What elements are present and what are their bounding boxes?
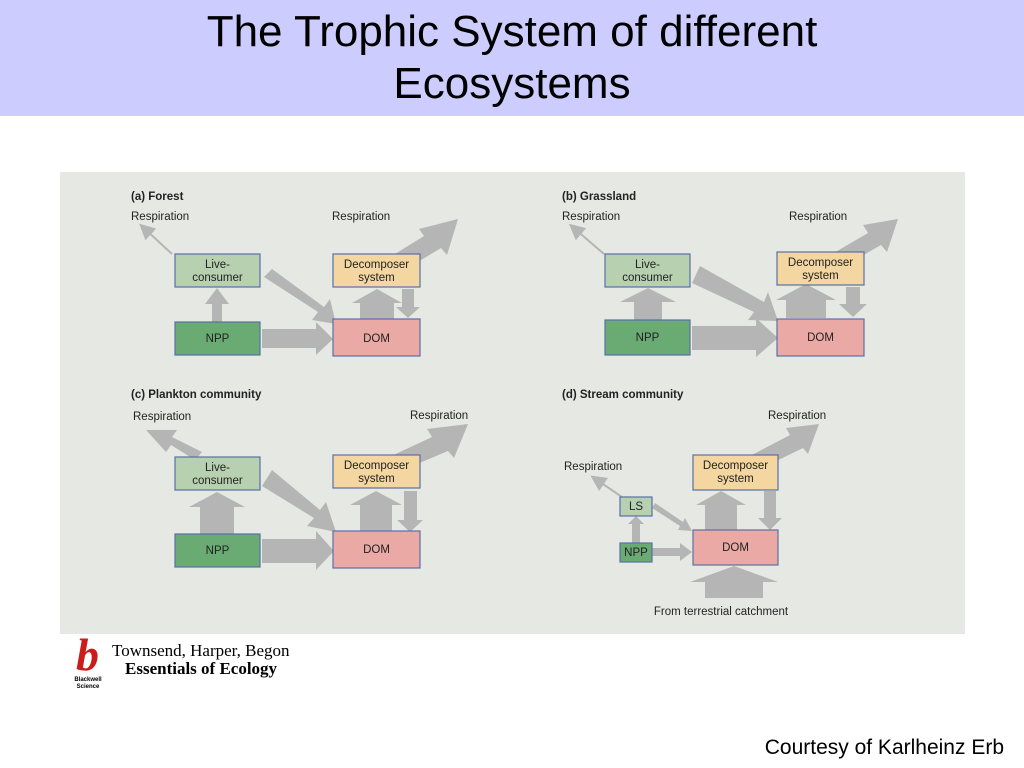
publisher-logo-text: Blackwell Science [66,677,110,691]
citation-authors: Townsend, Harper, Begon [112,641,290,660]
flow-arrow-dom-to-decomposer [350,491,402,532]
title-line-2: Ecosystems [393,59,631,108]
live-consumer-line1: Live- [205,462,230,474]
ls-label: LS [629,501,643,513]
catchment-label: From terrestrial catchment [654,606,789,618]
decomposer-box [332,253,421,288]
npp-box [174,533,261,568]
flow-arrow-dom-to-decomposer [352,289,402,319]
ls-box [619,496,653,517]
npp-box [174,321,261,356]
live-consumer-box [174,253,261,288]
dom-box [692,529,779,566]
respiration-arrow-live [146,430,202,460]
panel-grassland: (b) Grassland Respiration Respiration Li… [562,191,898,357]
decomposer-line2: system [717,473,753,485]
live-consumer-line1: Live- [205,259,230,271]
respiration-label-decomposer: Respiration [768,410,826,422]
decomposer-line2: system [358,473,394,485]
slide-title: The Trophic System of different Ecosyste… [0,6,1024,110]
decomposer-box [332,454,421,489]
live-consumer-line2: consumer [622,272,673,284]
panel-stream: (d) Stream community Respiration Respira… [562,389,826,618]
flow-arrow-decomposer-to-dom [396,289,420,318]
live-consumer-box [604,253,691,288]
flow-arrow-live-to-dom [692,266,778,321]
dom-box [332,530,421,569]
npp-label: NPP [636,332,660,344]
flow-arrow-dom-to-decomposer [776,284,836,318]
panel-label-plankton: (c) Plankton community [131,389,262,401]
title-line-1: The Trophic System of different [206,7,818,56]
decomposer-line1: Decomposer [788,257,853,269]
live-consumer-line2: consumer [192,272,243,284]
live-consumer-line1: Live- [635,259,660,271]
live-consumer-line2: consumer [192,475,243,487]
publisher-logo-line2: Science [76,684,100,690]
title-bar [0,0,1024,116]
citation-book-title: Essentials of Ecology [125,659,278,678]
flow-arrow-decomposer-to-dom [397,491,423,532]
flow-arrow-npp-to-live [189,492,245,535]
dom-box [332,318,421,357]
decomposer-line1: Decomposer [703,460,768,472]
flow-arrow-decomposer-to-dom [758,491,782,530]
respiration-arrow-live [568,223,605,255]
panel-label-grassland: (b) Grassland [562,191,636,203]
flow-arrow-npp-to-live [205,288,229,322]
npp-box [604,319,691,356]
respiration-label-live: Respiration [562,211,620,223]
courtesy-credit: Courtesy of Karlheinz Erb [764,736,1004,759]
flow-arrow-dom-to-decomposer [696,491,746,530]
respiration-arrow-live [139,223,173,255]
live-consumer-box [174,456,261,491]
panel-forest: (a) Forest Respiration Respiration Live-… [131,191,458,357]
npp-label: NPP [624,547,648,559]
flow-arrow-npp-to-dom [262,531,334,570]
respiration-label-live: Respiration [133,411,191,423]
decomposer-line2: system [802,270,838,282]
publisher-logo-line1: Blackwell [74,677,102,683]
respiration-arrow-live [590,475,623,498]
flow-arrow-live-to-dom [264,269,336,324]
dom-label: DOM [807,332,834,344]
respiration-label-live: Respiration [564,461,622,473]
decomposer-line1: Decomposer [344,259,409,271]
respiration-label-decomposer: Respiration [410,410,468,422]
flow-arrow-npp-to-live [620,288,676,320]
respiration-label-decomposer: Respiration [789,211,847,223]
flow-arrow-ls-to-dom [652,503,692,531]
dom-label: DOM [722,542,749,554]
npp-label: NPP [206,333,230,345]
respiration-label-live: Respiration [131,211,189,223]
flow-arrow-live-to-dom [262,470,336,532]
flow-arrow-npp-to-ls [628,516,644,543]
panel-label-stream: (d) Stream community [562,389,684,401]
flow-arrow-decomposer-to-dom [839,287,867,317]
dom-label: DOM [363,544,390,556]
dom-box [776,318,865,357]
decomposer-line1: Decomposer [344,460,409,472]
publisher-logo-letter: b [76,629,99,680]
panel-label-forest: (a) Forest [131,191,184,203]
decomposer-box [776,251,865,286]
dom-label: DOM [363,333,390,345]
npp-box [619,542,653,563]
panel-plankton: (c) Plankton community Respiration Respi… [131,389,468,570]
npp-label: NPP [206,545,230,557]
respiration-label-decomposer: Respiration [332,211,390,223]
flow-arrow-catchment-to-dom [690,566,778,598]
flow-arrow-npp-to-dom [692,318,778,357]
decomposer-line2: system [358,272,394,284]
flow-arrow-npp-to-dom [262,322,333,355]
decomposer-box [692,454,779,491]
flow-arrow-npp-to-dom [652,543,692,561]
